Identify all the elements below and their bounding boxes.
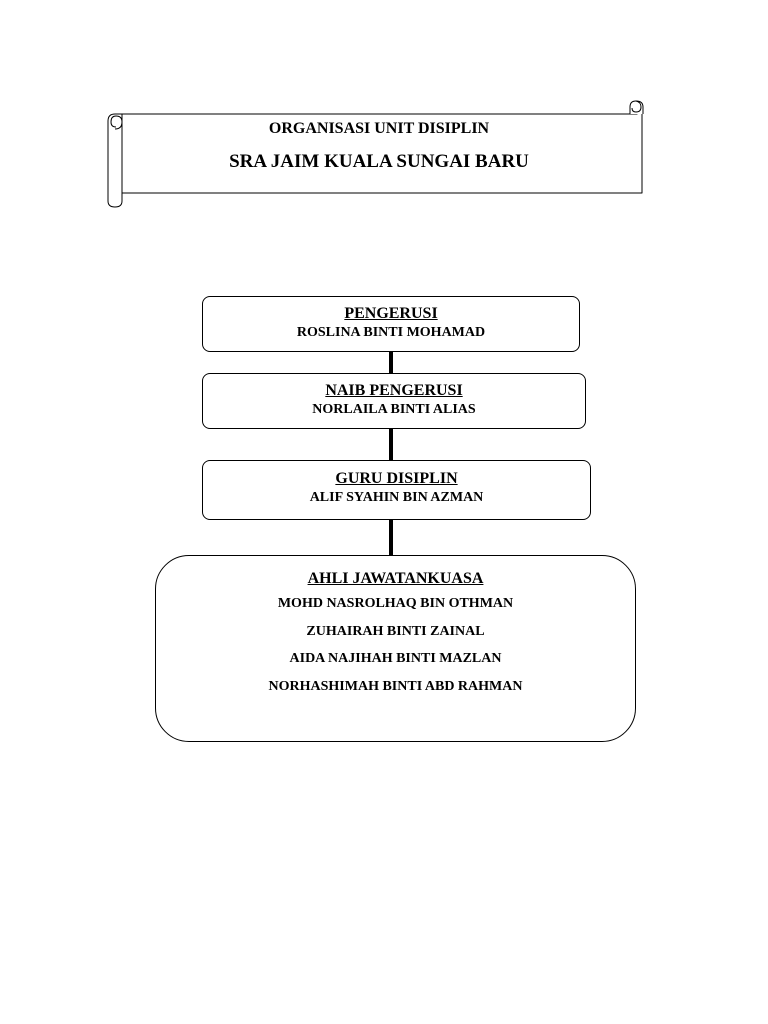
node-chair: PENGERUSI ROSLINA BINTI MOHAMAD <box>202 296 580 352</box>
committee-member: ZUHAIRAH BINTI ZAINAL <box>306 623 485 639</box>
node-discipline-teacher: GURU DISIPLIN ALIF SYAHIN BIN AZMAN <box>202 460 591 520</box>
chair-name: ROSLINA BINTI MOHAMAD <box>296 325 486 340</box>
committee-member: AIDA NAJIHAH BINTI MAZLAN <box>289 651 502 667</box>
connector-chair-vice <box>389 351 393 374</box>
vice-chair-name: NORLAILA BINTI ALIAS <box>312 402 476 417</box>
node-committee: AHLI JAWATANKUASA MOHD NASROLHAQ BIN OTH… <box>155 555 636 742</box>
discipline-teacher-role: GURU DISIPLIN <box>335 470 458 487</box>
banner-title: ORGANISASI UNIT DISIPLIN <box>268 120 490 137</box>
connector-guru-committee <box>389 519 393 556</box>
chair-role: PENGERUSI <box>344 305 438 322</box>
discipline-teacher-name: ALIF SYAHIN BIN AZMAN <box>309 490 484 505</box>
committee-member: NORHASHIMAH BINTI ABD RAHMAN <box>268 678 523 694</box>
committee-member: MOHD NASROLHAQ BIN OTHMAN <box>277 596 514 611</box>
connector-vice-guru <box>389 428 393 461</box>
vice-chair-role: NAIB PENGERUSI <box>325 382 463 399</box>
banner-school-name: SRA JAIM KUALA SUNGAI BARU <box>229 151 529 172</box>
committee-role: AHLI JAWATANKUASA <box>307 570 484 587</box>
node-vice-chair: NAIB PENGERUSI NORLAILA BINTI ALIAS <box>202 373 586 429</box>
